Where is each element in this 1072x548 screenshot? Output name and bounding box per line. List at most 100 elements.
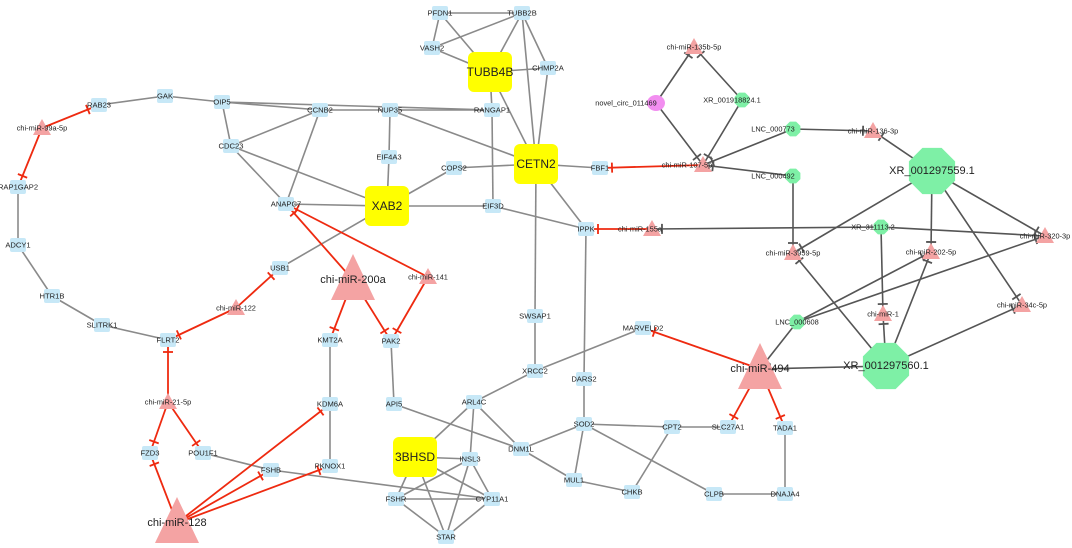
node-flrt2[interactable]: FLRT2 [156, 333, 180, 347]
edge-line [395, 498, 447, 538]
node-3bhsd[interactable]: 3BHSD [393, 437, 437, 477]
edge-tubb2b-cetn2 [521, 12, 537, 165]
node-anapc7[interactable]: ANAPC7 [271, 197, 301, 211]
node-ippk[interactable]: IPPK [577, 222, 595, 236]
node-chi-mir-107-5p[interactable]: chi-miR-107-5p [662, 156, 713, 172]
node-dars2[interactable]: DARS2 [571, 372, 597, 386]
node-cpt2[interactable]: CPT2 [662, 420, 682, 434]
edge-cdc23-xab2 [230, 145, 388, 207]
edge-line [520, 423, 585, 450]
node-tubb2b[interactable]: TUBB2B [507, 6, 537, 20]
node-fbf1[interactable]: FBF1 [591, 161, 610, 175]
node-label: chi-miR-494 [730, 363, 789, 375]
node-star[interactable]: STAR [436, 530, 456, 544]
node-label: CCNB2 [307, 106, 333, 115]
node-cops2[interactable]: COPS2 [441, 161, 467, 175]
node-sod2[interactable]: SOD2 [574, 417, 595, 431]
node-pak2[interactable]: PAK2 [382, 334, 401, 348]
inhibition-bar [794, 256, 804, 265]
mirna-node-shape [1036, 227, 1054, 243]
node-fshb[interactable]: FSHB [261, 463, 281, 477]
node-cetn2[interactable]: CETN2 [514, 144, 558, 184]
node-api5[interactable]: API5 [386, 397, 402, 411]
node-chkb[interactable]: CHKB [621, 485, 643, 499]
node-usb1[interactable]: USB1 [270, 261, 290, 275]
node-fzd3[interactable]: FZD3 [141, 446, 160, 460]
node-chi-mir-34c-5p[interactable]: chi-miR-34c-5p [997, 296, 1047, 312]
edge-chi-mir-21-5p-fzd3 [148, 401, 169, 454]
node-slitrk1[interactable]: SLITRK1 [87, 318, 118, 332]
node-label: SLC27A1 [712, 423, 745, 432]
node-rap1gap2[interactable]: RAP1GAP2 [0, 180, 38, 194]
node-chi-mir-1[interactable]: chi-miR-1 [867, 305, 899, 321]
node-chi-mir-99a-5p[interactable]: chi-miR-99a-5p [17, 119, 68, 135]
node-kmt2a[interactable]: KMT2A [317, 333, 344, 347]
node-eif3d[interactable]: EIF3D [482, 199, 504, 213]
node-chi-mir-135b-5p[interactable]: chi-miR-135b-5p [667, 38, 722, 54]
node-slc27a1[interactable]: SLC27A1 [712, 420, 745, 434]
node-chi-mir-202-5p[interactable]: chi-miR-202-5p [906, 243, 957, 259]
node-chi-mir-155a[interactable]: chi-miR-155a [618, 220, 663, 236]
node-chi-mir-128[interactable]: chi-miR-128 [147, 497, 207, 543]
node-htr1b[interactable]: HTR1B [40, 289, 65, 303]
node-swsap1[interactable]: SWSAP1 [519, 309, 551, 323]
node-arl4c[interactable]: ARL4C [462, 395, 487, 409]
edge-chi-mir-99a-5p-rap1gap2 [17, 127, 43, 188]
node-marveld2[interactable]: MARVELD2 [623, 321, 664, 335]
node-label: ARL4C [462, 398, 487, 407]
node-xr-001297559-1[interactable]: XR_001297559.1 [889, 147, 975, 195]
node-vash2[interactable]: VASH2 [420, 41, 444, 55]
node-pou1f1[interactable]: POU1F1 [188, 446, 218, 460]
inhibition-bar [728, 413, 739, 420]
node-clpb[interactable]: CLPB [704, 487, 724, 501]
node-lnc-000492[interactable]: LNC_000492 [751, 168, 801, 184]
node-xr-001918824-1[interactable]: XR_001918824.1 [703, 92, 761, 108]
inhibition-bar [149, 461, 160, 467]
node-adcy1[interactable]: ADCY1 [5, 238, 31, 252]
node-rangap1[interactable]: RANGAP1 [474, 103, 510, 117]
node-rab23[interactable]: RAB23 [87, 98, 111, 112]
node-ccnb2[interactable]: CCNB2 [307, 103, 333, 117]
node-oip5[interactable]: OIP5 [213, 95, 231, 109]
node-xrcc2[interactable]: XRCC2 [522, 364, 548, 378]
edge-line [521, 12, 549, 69]
node-chi-mir-3959-5p[interactable]: chi-miR-3959-5p [766, 244, 821, 260]
node-xab2[interactable]: XAB2 [365, 186, 409, 226]
node-chmp2a[interactable]: CHMP2A [532, 61, 565, 75]
node-chi-mir-21-5p[interactable]: chi-miR-21-5p [145, 393, 191, 409]
node-dnaja4[interactable]: DNAJA4 [770, 487, 800, 501]
node-pfdn1[interactable]: PFDN1 [428, 6, 453, 20]
node-chi-mir-494[interactable]: chi-miR-494 [730, 343, 790, 389]
node-lnc-000773[interactable]: LNC_000773 [751, 121, 801, 137]
node-chi-mir-136-3p[interactable]: chi-miR-136-3p [848, 122, 899, 138]
node-xr-311113-2[interactable]: XR_311113.2 [851, 219, 895, 235]
node-cyp11a1[interactable]: CYP11A1 [476, 492, 509, 506]
node-pknox1[interactable]: PKNOX1 [315, 459, 346, 473]
node-nup35[interactable]: NUP35 [378, 103, 402, 117]
edge-pou1f1-fshb [202, 452, 272, 471]
node-chi-mir-200a[interactable]: chi-miR-200a [320, 254, 387, 300]
node-novel-circ-011469[interactable]: novel_circ_011469 [595, 95, 665, 111]
node-gak[interactable]: GAK [157, 89, 173, 103]
gene-node-shape [10, 180, 26, 194]
circrna-node-shape [647, 95, 665, 111]
node-lnc-000608[interactable]: LNC_000608 [775, 314, 819, 330]
node-fshr[interactable]: FSHR [386, 492, 407, 506]
node-tubb4b[interactable]: TUBB4B [467, 52, 514, 92]
node-insl3[interactable]: INSL3 [459, 452, 481, 466]
inhibition-bar [878, 322, 889, 326]
node-xr-001297560-1[interactable]: XR_001297560.1 [843, 342, 929, 390]
node-chi-mir-122[interactable]: chi-miR-122 [216, 299, 256, 315]
node-eif4a3[interactable]: EIF4A3 [376, 150, 402, 164]
node-tada1[interactable]: TADA1 [773, 421, 797, 435]
node-label: chi-miR-136-3p [848, 127, 899, 136]
node-dnm1l[interactable]: DNM1L [508, 442, 534, 456]
node-kdm6a[interactable]: KDM6A [317, 397, 344, 411]
node-chi-mir-320-3p[interactable]: chi-miR-320-3p [1020, 227, 1071, 243]
node-label: PKNOX1 [315, 462, 346, 471]
node-chi-mir-141[interactable]: chi-miR-141 [408, 268, 448, 284]
gene-node-shape [381, 150, 397, 164]
node-mul1[interactable]: MUL1 [564, 473, 584, 487]
node-cdc23[interactable]: CDC23 [219, 139, 244, 153]
edge-dnm1l-mul1 [520, 448, 575, 481]
